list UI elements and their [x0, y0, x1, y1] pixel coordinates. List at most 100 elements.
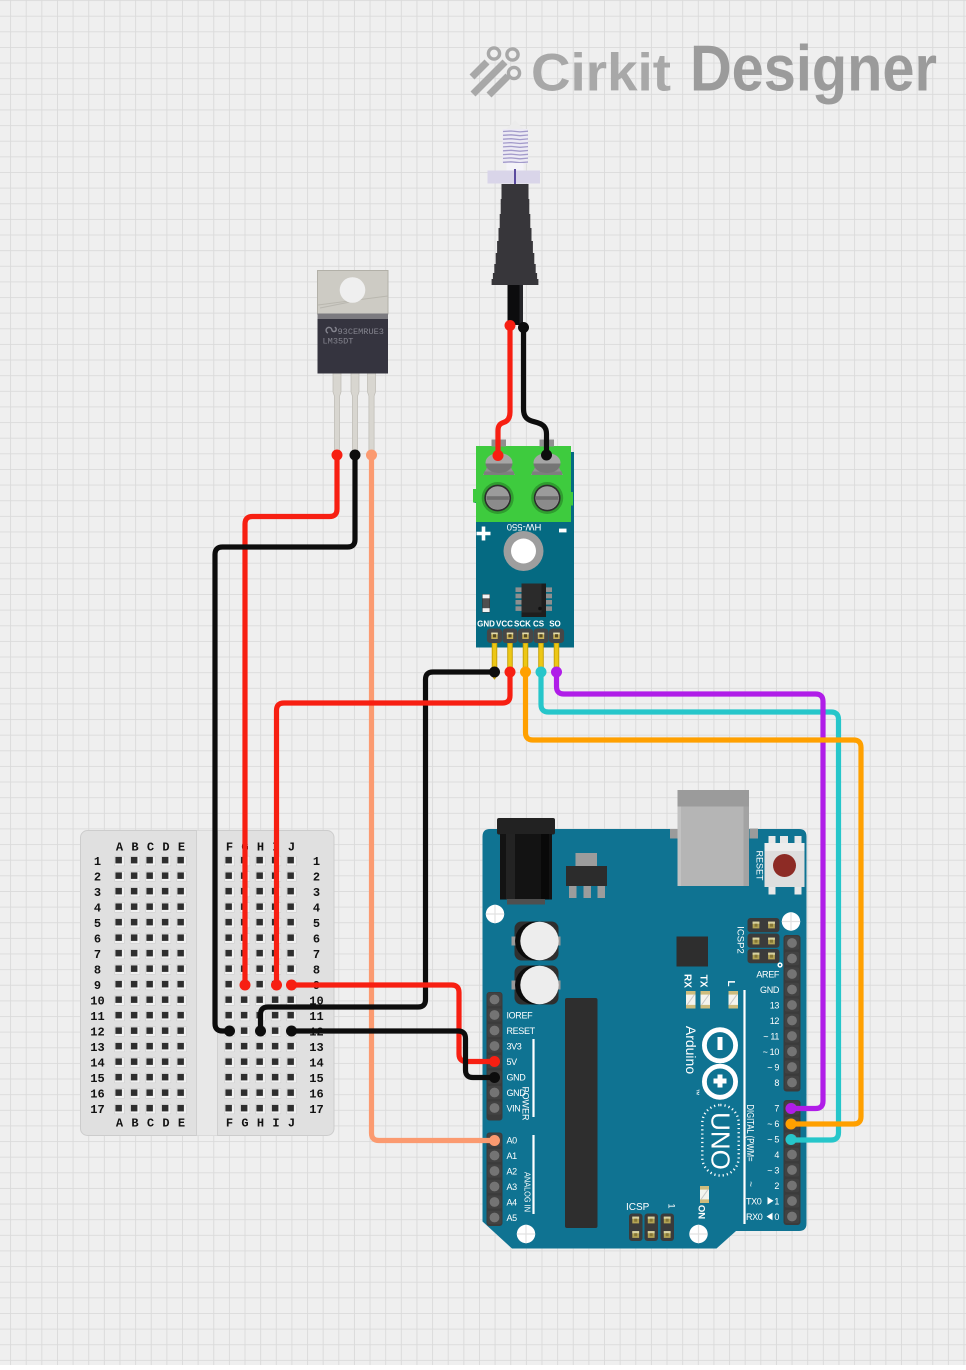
svg-text:15: 15 — [309, 1072, 323, 1086]
svg-text:13: 13 — [309, 1041, 323, 1055]
svg-text:14: 14 — [90, 1057, 104, 1071]
svg-text:C: C — [147, 841, 154, 855]
svg-text:12: 12 — [90, 1026, 104, 1040]
svg-text:GND: GND — [477, 620, 495, 629]
svg-text:A: A — [116, 841, 124, 855]
svg-text:12: 12 — [770, 1016, 780, 1026]
svg-text:F: F — [226, 1117, 233, 1131]
svg-text:Designer: Designer — [690, 32, 937, 105]
svg-text:2: 2 — [774, 1181, 779, 1191]
svg-text:A0: A0 — [507, 1135, 518, 1145]
svg-text:1: 1 — [667, 1203, 677, 1208]
svg-text:H: H — [257, 841, 264, 855]
svg-text:RX: RX — [682, 974, 693, 988]
svg-text:B: B — [131, 841, 138, 855]
svg-text:~ 9: ~ 9 — [767, 1062, 779, 1072]
svg-text:10: 10 — [90, 995, 104, 1009]
svg-text:VIN: VIN — [507, 1103, 521, 1113]
svg-text:Cirkit: Cirkit — [531, 44, 671, 103]
svg-text:13: 13 — [770, 1000, 780, 1010]
svg-text:4: 4 — [313, 902, 320, 916]
svg-text:DIGITAL (PWM=: DIGITAL (PWM= — [744, 1105, 755, 1162]
svg-text:~ 10: ~ 10 — [763, 1047, 780, 1057]
svg-text:ICSP2: ICSP2 — [735, 926, 746, 953]
svg-text:93CEMRUE3: 93CEMRUE3 — [338, 327, 384, 337]
svg-text:CS: CS — [533, 620, 545, 629]
svg-text:7: 7 — [313, 948, 320, 962]
svg-text:IOREF: IOREF — [507, 1010, 534, 1020]
svg-text:C: C — [147, 1117, 154, 1131]
svg-text:A3: A3 — [507, 1182, 518, 1192]
svg-text:3: 3 — [313, 886, 320, 900]
svg-text:11: 11 — [90, 1010, 104, 1024]
svg-text:8: 8 — [94, 964, 101, 978]
svg-text:I: I — [272, 1117, 279, 1131]
svg-text:5: 5 — [94, 917, 101, 931]
svg-text:16: 16 — [90, 1088, 104, 1102]
svg-text:14: 14 — [309, 1057, 323, 1071]
svg-text:16: 16 — [309, 1088, 323, 1102]
svg-text:5: 5 — [313, 917, 320, 931]
svg-text:11: 11 — [309, 1010, 323, 1024]
svg-text:E: E — [178, 1117, 185, 1131]
svg-text:ICSP: ICSP — [626, 1202, 650, 1213]
svg-text:~ 3: ~ 3 — [767, 1165, 779, 1175]
svg-text:D: D — [162, 841, 169, 855]
svg-text:RX0: RX0 — [746, 1212, 763, 1222]
svg-text:2: 2 — [313, 871, 320, 885]
svg-text:SCK: SCK — [514, 620, 531, 629]
svg-text:RESET: RESET — [507, 1026, 536, 1036]
svg-text:17: 17 — [90, 1103, 104, 1117]
svg-text:3: 3 — [94, 886, 101, 900]
svg-text:L: L — [725, 980, 736, 986]
svg-text:1: 1 — [94, 855, 101, 869]
svg-text:~ 6: ~ 6 — [767, 1119, 779, 1129]
svg-text:GND: GND — [760, 985, 780, 995]
svg-text:1: 1 — [774, 1196, 779, 1206]
svg-text:4: 4 — [94, 902, 101, 916]
svg-text:H: H — [257, 1117, 264, 1131]
svg-text:AREF: AREF — [756, 969, 779, 979]
svg-text:A5: A5 — [507, 1213, 518, 1223]
svg-text:J: J — [288, 841, 295, 855]
svg-text:A4: A4 — [507, 1197, 518, 1207]
svg-text:0: 0 — [774, 1212, 779, 1222]
svg-text:D: D — [162, 1117, 169, 1131]
svg-text:HW-550: HW-550 — [507, 521, 542, 532]
svg-text:G: G — [241, 1117, 248, 1131]
svg-text:7: 7 — [774, 1103, 779, 1113]
svg-text:7: 7 — [94, 948, 101, 962]
svg-text:A1: A1 — [507, 1151, 518, 1161]
svg-text:15: 15 — [90, 1072, 104, 1086]
svg-text:ANALOG IN: ANALOG IN — [523, 1172, 533, 1212]
svg-text:4: 4 — [774, 1150, 779, 1160]
svg-text:A: A — [116, 1117, 124, 1131]
svg-text:™: ™ — [693, 1089, 700, 1096]
svg-text:17: 17 — [309, 1103, 323, 1117]
svg-text:GND: GND — [507, 1088, 527, 1098]
svg-text:LM35DT: LM35DT — [323, 337, 354, 347]
svg-text:GND: GND — [507, 1072, 527, 1082]
svg-text:~ 11: ~ 11 — [763, 1031, 779, 1041]
svg-text:8: 8 — [774, 1078, 779, 1088]
svg-text:RESET: RESET — [755, 850, 765, 881]
svg-text:1: 1 — [313, 855, 320, 869]
svg-text:E: E — [178, 841, 185, 855]
svg-text:B: B — [131, 1117, 138, 1131]
svg-text:SO: SO — [549, 620, 561, 629]
svg-text:8: 8 — [313, 964, 320, 978]
svg-text:~ 5: ~ 5 — [767, 1134, 779, 1144]
svg-text:6: 6 — [313, 933, 320, 947]
svg-text:5V: 5V — [507, 1057, 518, 1067]
svg-text:2: 2 — [94, 871, 101, 885]
svg-text:UNO: UNO — [706, 1112, 736, 1170]
svg-text:POWER: POWER — [520, 1087, 531, 1121]
svg-text:Arduino: Arduino — [683, 1026, 699, 1074]
svg-text:13: 13 — [90, 1041, 104, 1055]
svg-text:6: 6 — [94, 933, 101, 947]
svg-text:TX: TX — [698, 975, 709, 988]
svg-text:F: F — [226, 841, 233, 855]
svg-text:3V3: 3V3 — [507, 1041, 522, 1051]
svg-text:VCC: VCC — [496, 620, 513, 629]
svg-text:A2: A2 — [507, 1166, 518, 1176]
